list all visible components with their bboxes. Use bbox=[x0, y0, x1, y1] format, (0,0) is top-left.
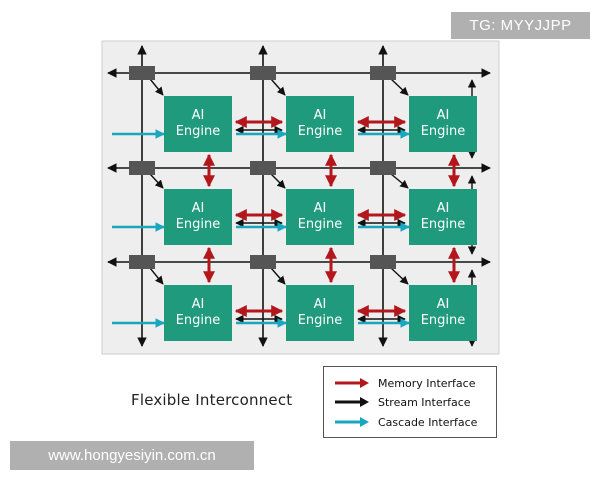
legend-item-stream: Stream Interface bbox=[334, 393, 471, 411]
legend: Memory Interface Stream Interface Cascad… bbox=[323, 366, 497, 438]
stream-switch bbox=[250, 161, 276, 175]
ai-engine-label: Engine bbox=[298, 217, 343, 232]
stream-diagonal-link bbox=[149, 173, 164, 189]
watermark-bottom: www.hongyesiyin.com.cn bbox=[10, 441, 254, 470]
ai-engine-label: AI bbox=[314, 297, 327, 312]
stream-diagonal-link bbox=[270, 173, 286, 189]
ai-engine-tile-body bbox=[164, 189, 232, 245]
ai-engine-label: AI bbox=[437, 201, 450, 216]
ai-engine-label: Engine bbox=[421, 124, 466, 139]
cascade-arrow-icon bbox=[335, 417, 369, 427]
stream-diagonal-link bbox=[390, 267, 409, 285]
legend-label: Stream Interface bbox=[378, 395, 471, 409]
stream-switch bbox=[250, 66, 276, 80]
stream-switch bbox=[129, 255, 155, 269]
legend-label: Memory Interface bbox=[378, 376, 476, 390]
ai-engine-array: AIEngineAIEngineAIEngineAIEngineAIEngine… bbox=[164, 96, 477, 341]
stream-diagonal-link bbox=[390, 173, 409, 189]
ai-engine-tile-body bbox=[286, 285, 354, 341]
ai-engine-label: AI bbox=[192, 201, 205, 216]
diagram-caption: Flexible Interconnect bbox=[131, 391, 293, 409]
legend-item-memory: Memory Interface bbox=[334, 374, 475, 392]
memory-arrow-icon bbox=[335, 378, 369, 388]
stream-diagonal-link bbox=[270, 267, 286, 285]
ai-engine-label: AI bbox=[192, 108, 205, 123]
stream-switch bbox=[370, 161, 396, 175]
cascade-interface-arrows bbox=[112, 129, 410, 328]
legend-label: Cascade Interface bbox=[378, 415, 478, 429]
ai-engine-tile-body bbox=[409, 189, 477, 245]
ai-engine-label: Engine bbox=[298, 124, 343, 139]
stream-diagonal-link bbox=[390, 78, 409, 96]
ai-engine-label: Engine bbox=[176, 313, 221, 328]
ai-engine-label: Engine bbox=[176, 217, 221, 232]
ai-engine-tile-body bbox=[286, 96, 354, 152]
ai-engine-label: Engine bbox=[298, 313, 343, 328]
stream-arrow-icon bbox=[335, 397, 369, 407]
ai-engine-label: AI bbox=[314, 108, 327, 123]
ai-engine-label: AI bbox=[437, 297, 450, 312]
stream-diagonal-link bbox=[270, 78, 286, 96]
ai-engine-tile-body bbox=[164, 285, 232, 341]
stream-switch-array bbox=[129, 66, 396, 269]
stream-diagonal-link bbox=[149, 267, 164, 285]
stream-switch bbox=[250, 255, 276, 269]
stream-diagonal-link bbox=[149, 78, 164, 96]
watermark-top: TG: MYYJJPP bbox=[451, 12, 590, 39]
ai-engine-label: Engine bbox=[421, 313, 466, 328]
stream-switch bbox=[370, 66, 396, 80]
legend-item-cascade: Cascade Interface bbox=[334, 413, 477, 431]
ai-engine-tile-body bbox=[164, 96, 232, 152]
stream-switch bbox=[370, 255, 396, 269]
memory-interface-arrows bbox=[203, 116, 460, 317]
ai-engine-tile-body bbox=[409, 96, 477, 152]
ai-engine-label: Engine bbox=[421, 217, 466, 232]
stream-switch bbox=[129, 66, 155, 80]
ai-engine-label: AI bbox=[314, 201, 327, 216]
ai-engine-tile-body bbox=[409, 285, 477, 341]
ai-engine-label: AI bbox=[437, 108, 450, 123]
ai-engine-tile-body bbox=[286, 189, 354, 245]
stream-switch bbox=[129, 161, 155, 175]
ai-engine-label: AI bbox=[192, 297, 205, 312]
ai-engine-label: Engine bbox=[176, 124, 221, 139]
